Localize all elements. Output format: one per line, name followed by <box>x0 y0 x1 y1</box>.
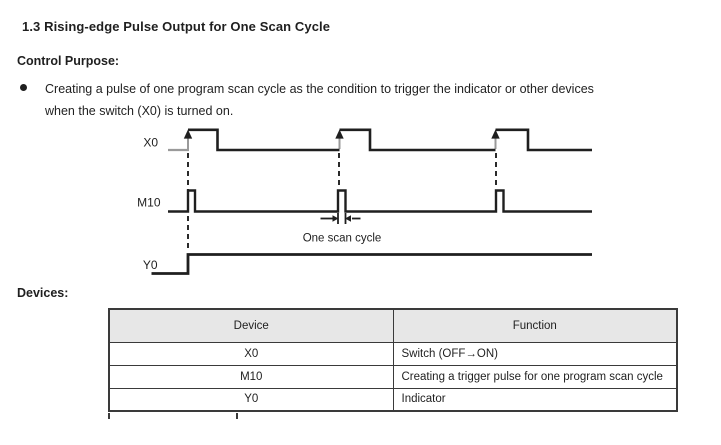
function-column-header: Function <box>392 308 678 343</box>
table-border-stub <box>108 413 110 419</box>
devices-table: Device Function X0 Switch (OFF→ON) M10 C… <box>108 308 678 412</box>
signal-label-m10: M10 <box>137 196 161 210</box>
x0-waveform <box>168 128 592 152</box>
m10-waveform <box>168 189 592 213</box>
function-cell: Indicator <box>392 387 678 412</box>
bullet-text-line2: when the switch (X0) is turned on. <box>45 104 234 118</box>
device-cell: M10 <box>108 364 394 389</box>
device-cell: X0 <box>108 341 394 366</box>
device-cell: Y0 <box>108 387 394 412</box>
y0-waveform <box>151 253 592 275</box>
devices-label: Devices: <box>17 286 69 300</box>
device-column-header: Device <box>108 308 394 343</box>
signal-label-x0: X0 <box>143 136 158 150</box>
bullet-text-line1: Creating a pulse of one program scan cyc… <box>45 82 594 96</box>
scan-cycle-annotation: One scan cycle <box>303 213 382 245</box>
bullet-icon <box>20 84 27 91</box>
timing-diagram: X0 M10 Y0 <box>137 128 592 275</box>
table-row: M10 Creating a trigger pulse for one pro… <box>108 364 678 389</box>
rising-edge-arrow-icons <box>183 129 500 139</box>
table-row: Y0 Indicator <box>108 387 678 412</box>
signal-label-y0: Y0 <box>143 258 158 272</box>
section-heading: 1.3 Rising-edge Pulse Output for One Sca… <box>22 19 331 34</box>
table-row: X0 Switch (OFF→ON) <box>108 341 678 366</box>
function-cell: Creating a trigger pulse for one program… <box>392 364 678 389</box>
table-border-stub <box>236 413 238 419</box>
function-cell: Switch (OFF→ON) <box>392 341 678 366</box>
scan-cycle-label: One scan cycle <box>303 233 382 245</box>
table-header-row: Device Function <box>108 308 678 343</box>
control-purpose-text: Creating a pulse of one program scan cyc… <box>45 78 705 122</box>
control-purpose-label: Control Purpose: <box>17 54 120 68</box>
